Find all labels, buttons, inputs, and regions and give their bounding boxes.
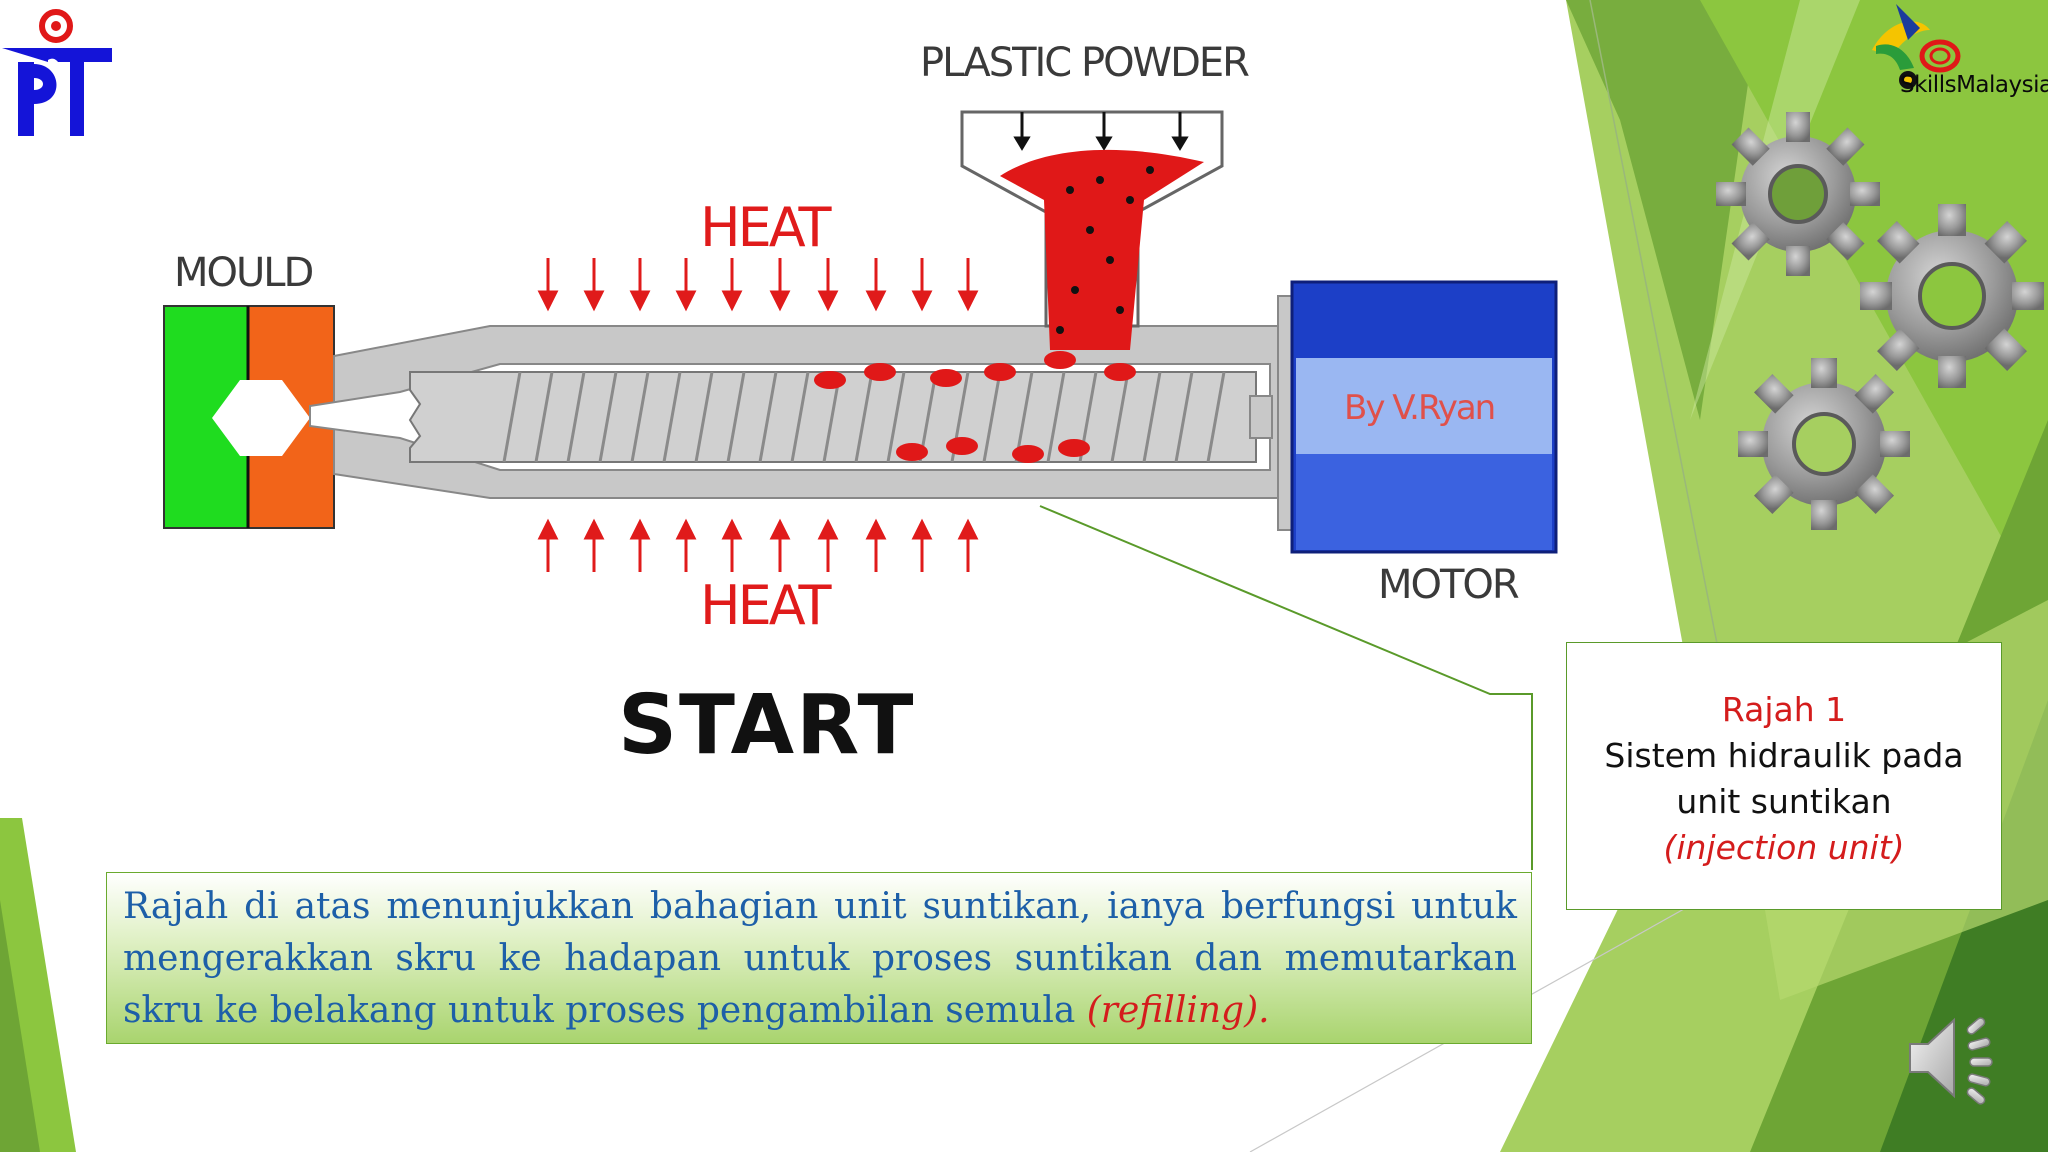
start-label: START — [618, 678, 916, 773]
skills-malaysia-text: SkillsMalaysia — [1900, 72, 2048, 98]
diagram-caption-box: Rajah 1 Sistem hidraulik pada unit sunti… — [1566, 642, 2002, 910]
skills-malaysia-logo-icon — [1872, 4, 1961, 89]
motor-label: MOTOR — [1378, 562, 1520, 608]
caption-english: (injection unit) — [1663, 828, 1905, 867]
heat-label-top: HEAT — [700, 196, 831, 259]
callout-line — [1039, 505, 1533, 870]
mould-label: MOULD — [174, 250, 314, 296]
hopper — [960, 110, 1224, 350]
caption-line-1: Sistem hidraulik pada — [1604, 736, 1964, 775]
caption-line-2: unit suntikan — [1676, 782, 1892, 821]
screw — [408, 371, 1273, 463]
description-english: (refilling). — [1086, 990, 1270, 1031]
pellets — [814, 351, 1136, 463]
caption-title: Rajah 1 — [1721, 690, 1847, 729]
plastic-powder-label: PLASTIC POWDER — [920, 40, 1250, 86]
heat-label-bottom: HEAT — [700, 574, 831, 637]
heat-arrows-bottom — [537, 518, 979, 572]
pt-logo-icon — [2, 9, 112, 136]
gears-icon — [1716, 112, 2044, 530]
credit-label: By V.Ryan — [1344, 388, 1496, 428]
description-text: Rajah di atas menunjukkan bahagian unit … — [123, 886, 1517, 1031]
description-box: Rajah di atas menunjukkan bahagian unit … — [106, 872, 1532, 1044]
mould-block — [163, 305, 335, 529]
speaker-icon[interactable] — [1904, 1010, 1996, 1106]
motor-block — [1290, 280, 1558, 554]
heat-arrows-top — [537, 258, 979, 312]
